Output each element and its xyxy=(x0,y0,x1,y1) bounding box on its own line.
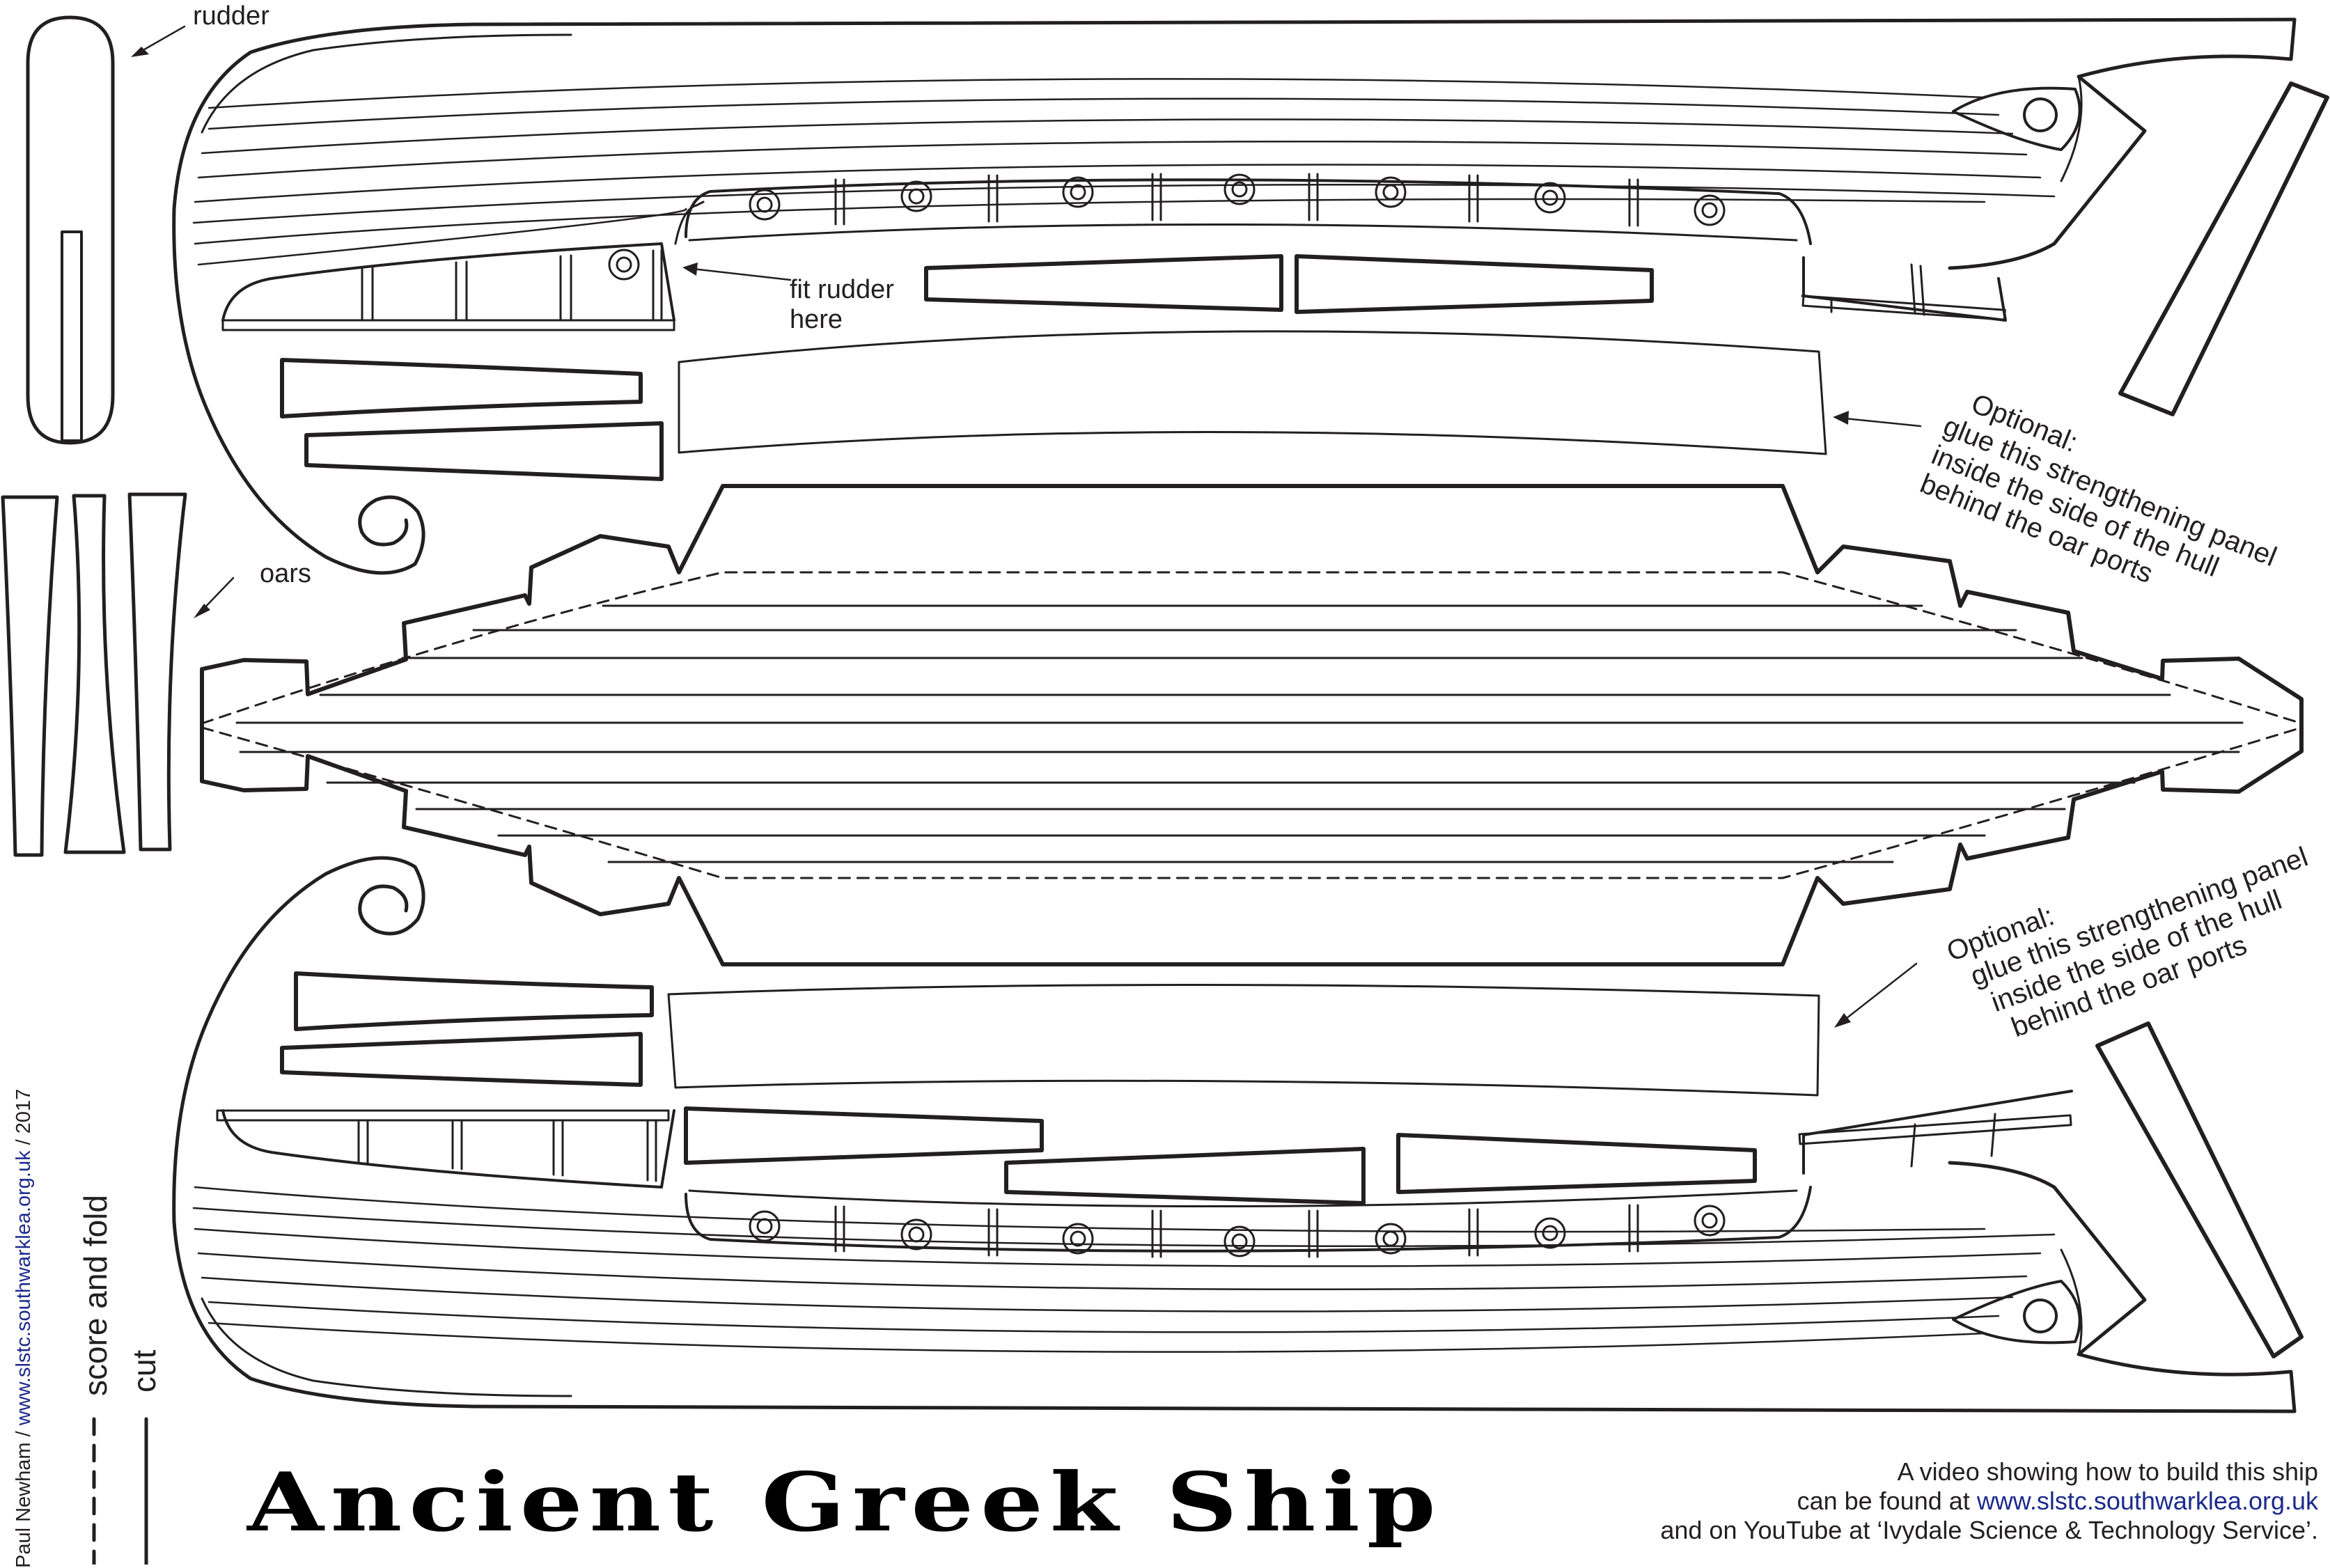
bow-piece-top xyxy=(2118,81,2329,416)
strengthening-panel-top xyxy=(678,330,1827,455)
cut-label: cut xyxy=(126,1349,162,1393)
credit-website-link[interactable]: www.slstc.southwarklea.org.uk xyxy=(13,1150,35,1426)
video-line-2: can be found at www.slstc.southwarklea.o… xyxy=(1660,1487,2318,1516)
rudder-label: rudder xyxy=(193,1,269,31)
hull-bottom xyxy=(172,856,2297,1413)
credit-year: 2017 xyxy=(13,1088,35,1134)
score-and-fold-label: score and fold xyxy=(77,1195,114,1396)
fit-rudder-label: fit rudder here xyxy=(790,275,894,334)
deck-strips-bottom xyxy=(280,971,1757,1205)
credit-separator-1: / xyxy=(13,1425,35,1443)
video-line-1: A video showing how to build this ship xyxy=(1897,1457,2318,1486)
oar-pieces xyxy=(1,492,187,857)
deck-piece xyxy=(200,484,2304,966)
video-website-link[interactable]: www.slstc.southwarklea.org.uk xyxy=(1976,1487,2318,1516)
oars-label: oars xyxy=(260,559,311,588)
video-line-2-prefix: can be found at xyxy=(1797,1487,1977,1516)
bow-piece-bottom xyxy=(2095,1021,2304,1358)
credit-separator-2: / xyxy=(13,1134,35,1151)
bow-eye-top xyxy=(1952,86,2081,151)
deck-strips-top xyxy=(280,254,1654,481)
credit-author: Paul Newham xyxy=(13,1442,35,1568)
video-line-3: and on YouTube at ‘Ivydale Science & Tec… xyxy=(1660,1516,2318,1545)
oar-ports-top xyxy=(608,173,1726,281)
rudder-piece xyxy=(26,15,115,445)
fit-rudder-line-2: here xyxy=(790,304,843,334)
author-credit: Paul Newham / www.slstc.southwarklea.org… xyxy=(13,1089,35,1568)
page-title: Ancient Greek Ship xyxy=(247,1455,1443,1550)
strengthening-panel-bottom xyxy=(667,983,1820,1097)
fit-rudder-line-1: fit rudder xyxy=(790,275,894,304)
video-note: A video showing how to build this ship c… xyxy=(1660,1457,2318,1545)
hull-top xyxy=(172,17,2297,575)
pointer-arrows xyxy=(134,25,1922,1025)
